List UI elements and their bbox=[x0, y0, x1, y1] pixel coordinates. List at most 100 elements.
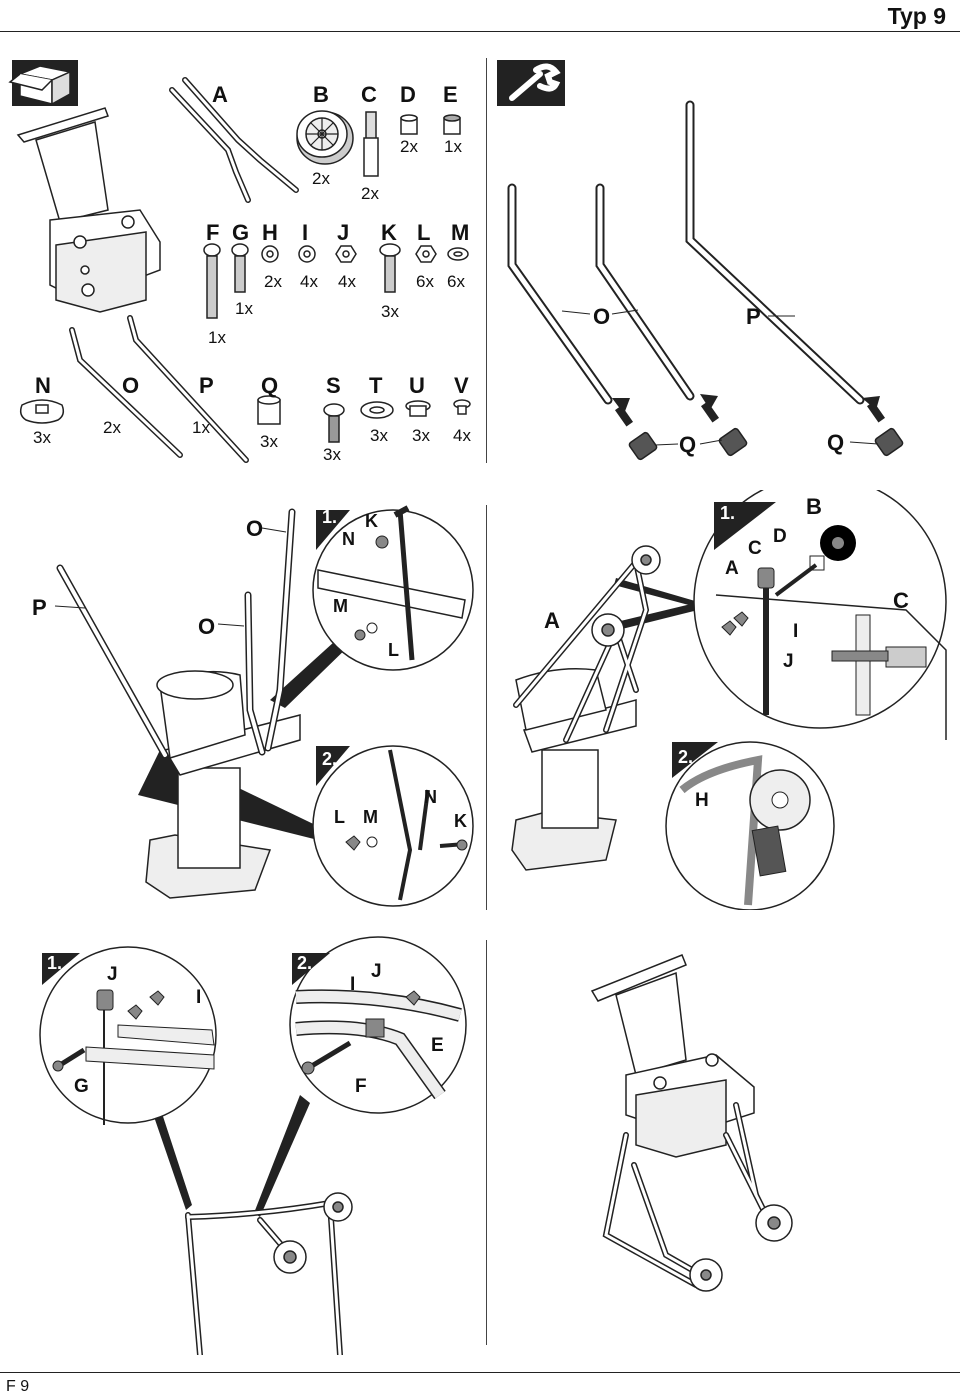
part-label-l: L bbox=[417, 220, 431, 245]
part-s-bolt bbox=[323, 403, 345, 443]
frame-label-p: P bbox=[32, 595, 47, 620]
wheel-detail1-label-b: B bbox=[806, 494, 822, 519]
part-count-h: 2x bbox=[264, 272, 282, 291]
part-c-axle bbox=[363, 111, 379, 177]
wheel-detail1-label-j: J bbox=[783, 651, 794, 672]
part-label-p: P bbox=[199, 373, 214, 398]
part-u-bush bbox=[405, 400, 431, 417]
part-count-n: 3x bbox=[33, 428, 51, 447]
frame-label-o-2: O bbox=[198, 614, 216, 639]
wheel-detail1-number: 1. bbox=[720, 503, 736, 523]
wheel-assembly-illustration bbox=[511, 490, 947, 910]
part-label-f: F bbox=[206, 220, 220, 245]
part-count-e: 1x bbox=[444, 137, 462, 156]
part-label-e: E bbox=[443, 82, 458, 107]
wheel-icons bbox=[591, 545, 661, 647]
wheel-detail2-label-h: H bbox=[695, 790, 709, 811]
frame-detail-2 bbox=[312, 745, 474, 907]
part-f-bolt bbox=[203, 243, 221, 319]
assembled-shredder-illustration bbox=[590, 954, 793, 1292]
part-label-g: G bbox=[232, 220, 250, 245]
divider-vertical-bottom bbox=[486, 940, 487, 1345]
wheel-detail2-number: 2. bbox=[678, 747, 694, 767]
page-type-label: Typ 9 bbox=[887, 3, 946, 29]
part-i-lockwasher bbox=[298, 245, 316, 263]
handle-detail1-label-g: G bbox=[74, 1076, 89, 1097]
part-label-m: M bbox=[451, 220, 470, 245]
part-count-s: 3x bbox=[323, 445, 341, 464]
part-b-wheel bbox=[296, 110, 354, 165]
part-n-plate bbox=[19, 399, 65, 424]
part-h-washer bbox=[261, 245, 279, 263]
header-rule bbox=[0, 31, 960, 32]
wheel-detail-1 bbox=[693, 490, 947, 740]
handle-detail2-label-e: E bbox=[431, 1035, 444, 1056]
wheel-detail1-label-d: D bbox=[773, 526, 787, 547]
part-q-cap bbox=[257, 395, 281, 425]
parts-illustration bbox=[8, 60, 471, 463]
frame-detail2-label-m: M bbox=[363, 807, 378, 827]
part-label-n: N bbox=[35, 373, 51, 398]
part-count-j: 4x bbox=[338, 272, 356, 291]
wheel-detail-2 bbox=[665, 741, 835, 910]
part-label-s: S bbox=[326, 373, 341, 398]
wheel-label-c: C bbox=[893, 588, 909, 613]
frame-detail-1 bbox=[312, 505, 474, 671]
handle-detail2-label-i: I bbox=[350, 974, 356, 995]
handle-detail1-number: 1. bbox=[47, 953, 63, 973]
handle-detail1-label-j: J bbox=[107, 964, 118, 985]
handle-detail-1 bbox=[39, 946, 217, 1125]
push-arrows bbox=[612, 394, 886, 427]
part-count-c: 2x bbox=[361, 184, 379, 203]
part-l-nut bbox=[415, 245, 437, 263]
box-icon bbox=[8, 60, 78, 106]
tool-step-label-o: O bbox=[593, 304, 611, 329]
handle-detail2-label-j: J bbox=[371, 961, 382, 982]
frame-detail2-label-l: L bbox=[334, 807, 345, 827]
tool-step-label-p: P bbox=[746, 304, 761, 329]
part-count-q: 3x bbox=[260, 432, 278, 451]
wheel-detail1-label-c: C bbox=[748, 538, 762, 559]
handle-cap-step-illustration bbox=[497, 60, 904, 461]
part-count-t: 3x bbox=[370, 426, 388, 445]
part-label-j: J bbox=[337, 220, 350, 245]
shredder-unit-drawing bbox=[16, 107, 161, 313]
frame-detail2-number: 2. bbox=[322, 749, 338, 769]
frame-detail1-label-l: L bbox=[388, 640, 399, 660]
handle-detail2-number: 2. bbox=[297, 953, 313, 973]
part-label-u: U bbox=[409, 373, 425, 398]
tool-step-label-q-2: Q bbox=[827, 430, 845, 455]
part-label-i: I bbox=[302, 220, 309, 245]
part-label-h: H bbox=[262, 220, 278, 245]
frame-detail2-label-k: K bbox=[454, 811, 467, 831]
divider-vertical-top bbox=[486, 58, 487, 463]
caps-q bbox=[628, 427, 904, 461]
part-e-cap bbox=[443, 114, 461, 135]
part-count-k: 3x bbox=[381, 302, 399, 321]
frame-detail1-label-n: N bbox=[342, 529, 355, 549]
part-count-d: 2x bbox=[400, 137, 418, 156]
part-label-v: V bbox=[454, 373, 469, 398]
part-label-q: Q bbox=[261, 373, 279, 398]
part-count-l: 6x bbox=[416, 272, 434, 291]
part-m-washer bbox=[447, 247, 469, 261]
wrench-icon bbox=[497, 60, 565, 106]
part-count-o: 2x bbox=[103, 418, 121, 437]
part-g-bolt bbox=[231, 243, 249, 293]
part-label-a: A bbox=[212, 82, 228, 107]
wheel-detail1-label-i: I bbox=[793, 621, 799, 642]
part-label-o: O bbox=[122, 373, 140, 398]
part-count-f: 1x bbox=[208, 328, 226, 347]
divider-vertical-mid bbox=[486, 505, 487, 910]
frame-detail2-label-n: N bbox=[424, 787, 437, 807]
handle-detail1-label-i: I bbox=[196, 987, 202, 1008]
frame-label-o-1: O bbox=[246, 516, 264, 541]
part-d-bush bbox=[400, 114, 418, 135]
frame-detail1-label-m: M bbox=[333, 596, 348, 616]
tool-step-label-q-1: Q bbox=[679, 432, 697, 457]
frame-assembly-illustration bbox=[54, 505, 474, 907]
page-number: F 9 bbox=[6, 1378, 30, 1395]
part-j-nut bbox=[335, 245, 357, 263]
part-label-c: C bbox=[361, 82, 377, 107]
part-count-p: 1x bbox=[192, 418, 210, 437]
